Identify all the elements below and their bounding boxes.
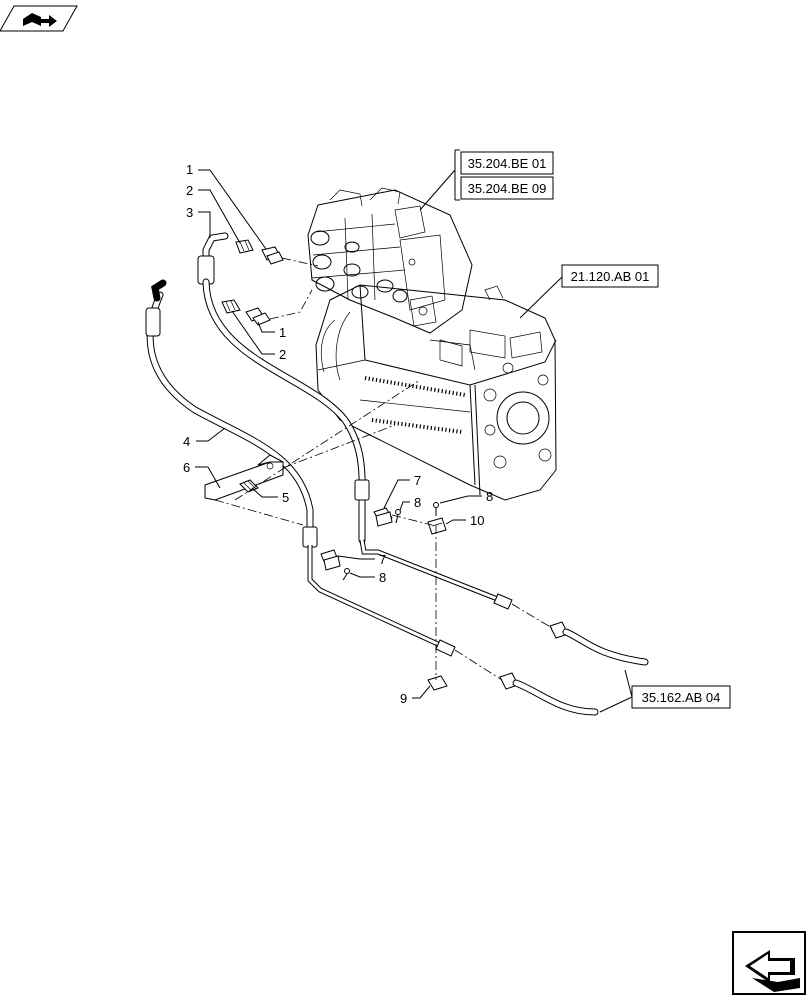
screw-8-lower: [342, 568, 350, 581]
fitting-1-bottom: [245, 307, 271, 326]
callout-labels: 1 2 3 1 2 4 6 5 7 8 8 10 7 8 9: [183, 162, 493, 706]
fitting-3-elbow: [197, 232, 229, 285]
callout-1-top: 1: [186, 162, 193, 177]
fitting-2-top: [235, 239, 254, 254]
callout-8-right: 8: [486, 489, 493, 504]
hose-end-upper: [549, 621, 649, 666]
callout-9: 9: [400, 691, 407, 706]
tube-lower: [307, 545, 456, 657]
clamp-10: [427, 517, 447, 535]
next-page-arrow-icon[interactable]: [732, 931, 806, 995]
clamp-7-upper: [373, 507, 393, 527]
book-arrow-icon[interactable]: [0, 5, 78, 32]
bracket-6: [204, 454, 284, 501]
ref-lines[interactable]: 35.162.AB 04: [599, 669, 731, 713]
callout-5: 5: [282, 490, 289, 505]
ref-transmission-label: 21.120.AB 01: [571, 269, 650, 284]
screw-8-right: [433, 502, 439, 516]
callout-8-upper: 8: [414, 495, 421, 510]
callout-6: 6: [183, 460, 190, 475]
hose-4: [145, 279, 318, 549]
clamp-7-lower: [320, 549, 341, 571]
callout-2-top: 2: [186, 183, 193, 198]
ref-valve-group: [419, 149, 460, 211]
hose-3: [202, 278, 370, 544]
callout-leaders: [195, 169, 482, 699]
ref-valve-bottom-label: 35.204.BE 09: [468, 181, 547, 196]
callout-3: 3: [186, 205, 193, 220]
ref-lines-label: 35.162.AB 04: [642, 690, 721, 705]
ref-valve-top[interactable]: 35.204.BE 01: [460, 151, 554, 175]
center-lines: [214, 257, 553, 681]
hose-end-lower: [499, 672, 599, 716]
fitting-2-bottom: [221, 299, 241, 314]
fitting-1-top: [261, 246, 284, 265]
transmission-assembly: [307, 187, 557, 501]
tube-upper: [359, 539, 513, 610]
plate-9: [427, 675, 448, 691]
ref-valve-top-label: 35.204.BE 01: [468, 156, 547, 171]
callout-7-lower: 7: [379, 552, 386, 567]
callout-7-upper: 7: [414, 473, 421, 488]
callout-4: 4: [183, 434, 190, 449]
ref-valve-bottom[interactable]: 35.204.BE 09: [460, 176, 554, 200]
callout-8-lower: 8: [379, 570, 386, 585]
callout-2-bottom: 2: [279, 347, 286, 362]
callout-10: 10: [470, 513, 484, 528]
callout-1-bottom: 1: [279, 325, 286, 340]
ref-transmission[interactable]: 21.120.AB 01: [519, 264, 659, 319]
